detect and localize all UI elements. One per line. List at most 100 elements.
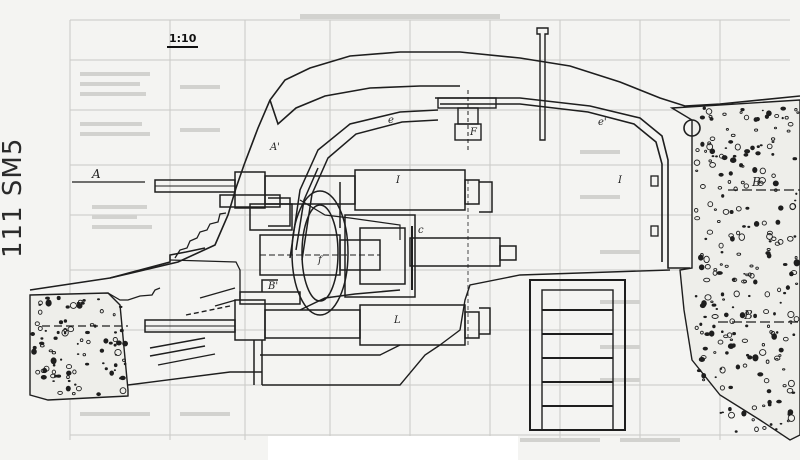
aggregate-dot [735,364,741,370]
aggregate-dot [713,208,717,211]
part-label: f [318,255,322,266]
aggregate-dot [694,325,699,331]
aggregate-dot [700,330,704,335]
aggregate-dot [766,143,773,150]
aggregate-dot [720,292,725,297]
aggregate-dot [700,141,705,147]
aggregate-dot [747,225,751,228]
aggregate-dot [790,322,793,325]
aggregate-dot [44,329,47,332]
aggregate-dot [699,115,706,120]
aggregate-dot [787,310,795,319]
aggregate-dot [702,106,706,110]
aggregate-dot [763,309,770,315]
aggregate-dot [724,147,728,150]
aggregate-dot [51,351,57,355]
aggregate-dot [731,277,738,282]
aggregate-dot [707,201,714,208]
aggregate-dot [56,295,61,301]
aggregate-dot [759,349,767,356]
aggregate-dot [86,339,91,345]
aggregate-dot [116,340,122,346]
aggregate-dot [748,294,751,298]
aggregate-dot [729,318,735,325]
aggregate-dot [724,264,729,268]
aggregate-dot [112,313,116,317]
aggregate-dot [50,357,57,365]
part-label: e [388,115,394,126]
aggregate-dot [782,384,787,388]
aggregate-dot [736,230,741,236]
aggregate-dot [739,163,744,168]
aggregate-dot [699,303,706,309]
aggregate-dot [113,369,116,372]
ladder-grating [529,279,626,431]
aggregate-dot [787,121,794,127]
aggregate-dot [743,279,747,284]
aggregate-dot [119,387,127,395]
aggregate-dot [758,177,766,184]
part-label: B' [268,281,279,292]
aggregate-dot [754,426,759,433]
aggregate-dot [102,362,105,365]
aggregate-dot [782,336,789,342]
aggregate-dot [114,331,117,334]
aggregate-dot [722,112,727,116]
aggregate-dot [729,338,734,342]
aggregate-dot [766,324,771,329]
aggregate-dot [45,296,50,300]
aggregate-dot [766,230,773,236]
aggregate-dot [752,354,759,362]
part-label: e' [598,117,607,128]
aggregate-dot [65,305,70,309]
aggregate-dot [721,330,724,334]
aggregate-dot [730,157,737,163]
aggregate-dot [65,364,73,370]
aggregate-dot [48,349,53,353]
aggregate-dot [712,324,716,329]
aggregate-dot [76,353,80,355]
aggregate-dot [736,252,742,256]
aggregate-dot [721,155,728,161]
aggregate-dot [82,299,86,302]
aggregate-dot [753,313,757,319]
aggregate-dot [794,108,798,112]
aggregate-dot [711,314,719,319]
aggregate-dot [780,106,786,111]
part-label: c [418,225,424,236]
aggregate-dot [795,282,799,285]
aggregate-dot [765,359,770,364]
aggregate-dot [696,369,702,373]
aggregate-dot [99,309,104,314]
aggregate-dot [708,159,712,163]
aggregate-dot [794,199,797,202]
scale-label: 1:10 [167,32,199,48]
aggregate-dot [759,144,763,147]
guide-rails [289,109,439,261]
concrete-right [669,99,800,441]
aggregate-dot [65,385,71,392]
aggregate-dot [745,273,749,277]
aggregate-dot [745,324,749,328]
aggregate-dot [796,111,800,114]
aggregate-dot [742,363,748,368]
aggregate-dot [699,322,703,326]
aggregate-dot [82,353,87,357]
aggregate-dot [693,159,701,166]
aggregate-dot [771,153,775,156]
aggregate-dot [706,229,714,235]
aggregate-dot [751,405,758,411]
aggregate-dot [698,254,704,261]
aggregate-dot [757,180,764,187]
aggregate-dot [705,108,713,115]
aggregate-dot [695,148,700,153]
aggregate-dot [716,219,721,224]
aggregate-dot [58,320,64,325]
aggregate-dot [709,162,716,168]
aggregate-dot [37,309,43,315]
aggregate-dot [694,216,701,221]
aggregate-dot [119,328,124,333]
aggregate-dot [709,136,716,141]
aggregate-dot [787,409,794,416]
